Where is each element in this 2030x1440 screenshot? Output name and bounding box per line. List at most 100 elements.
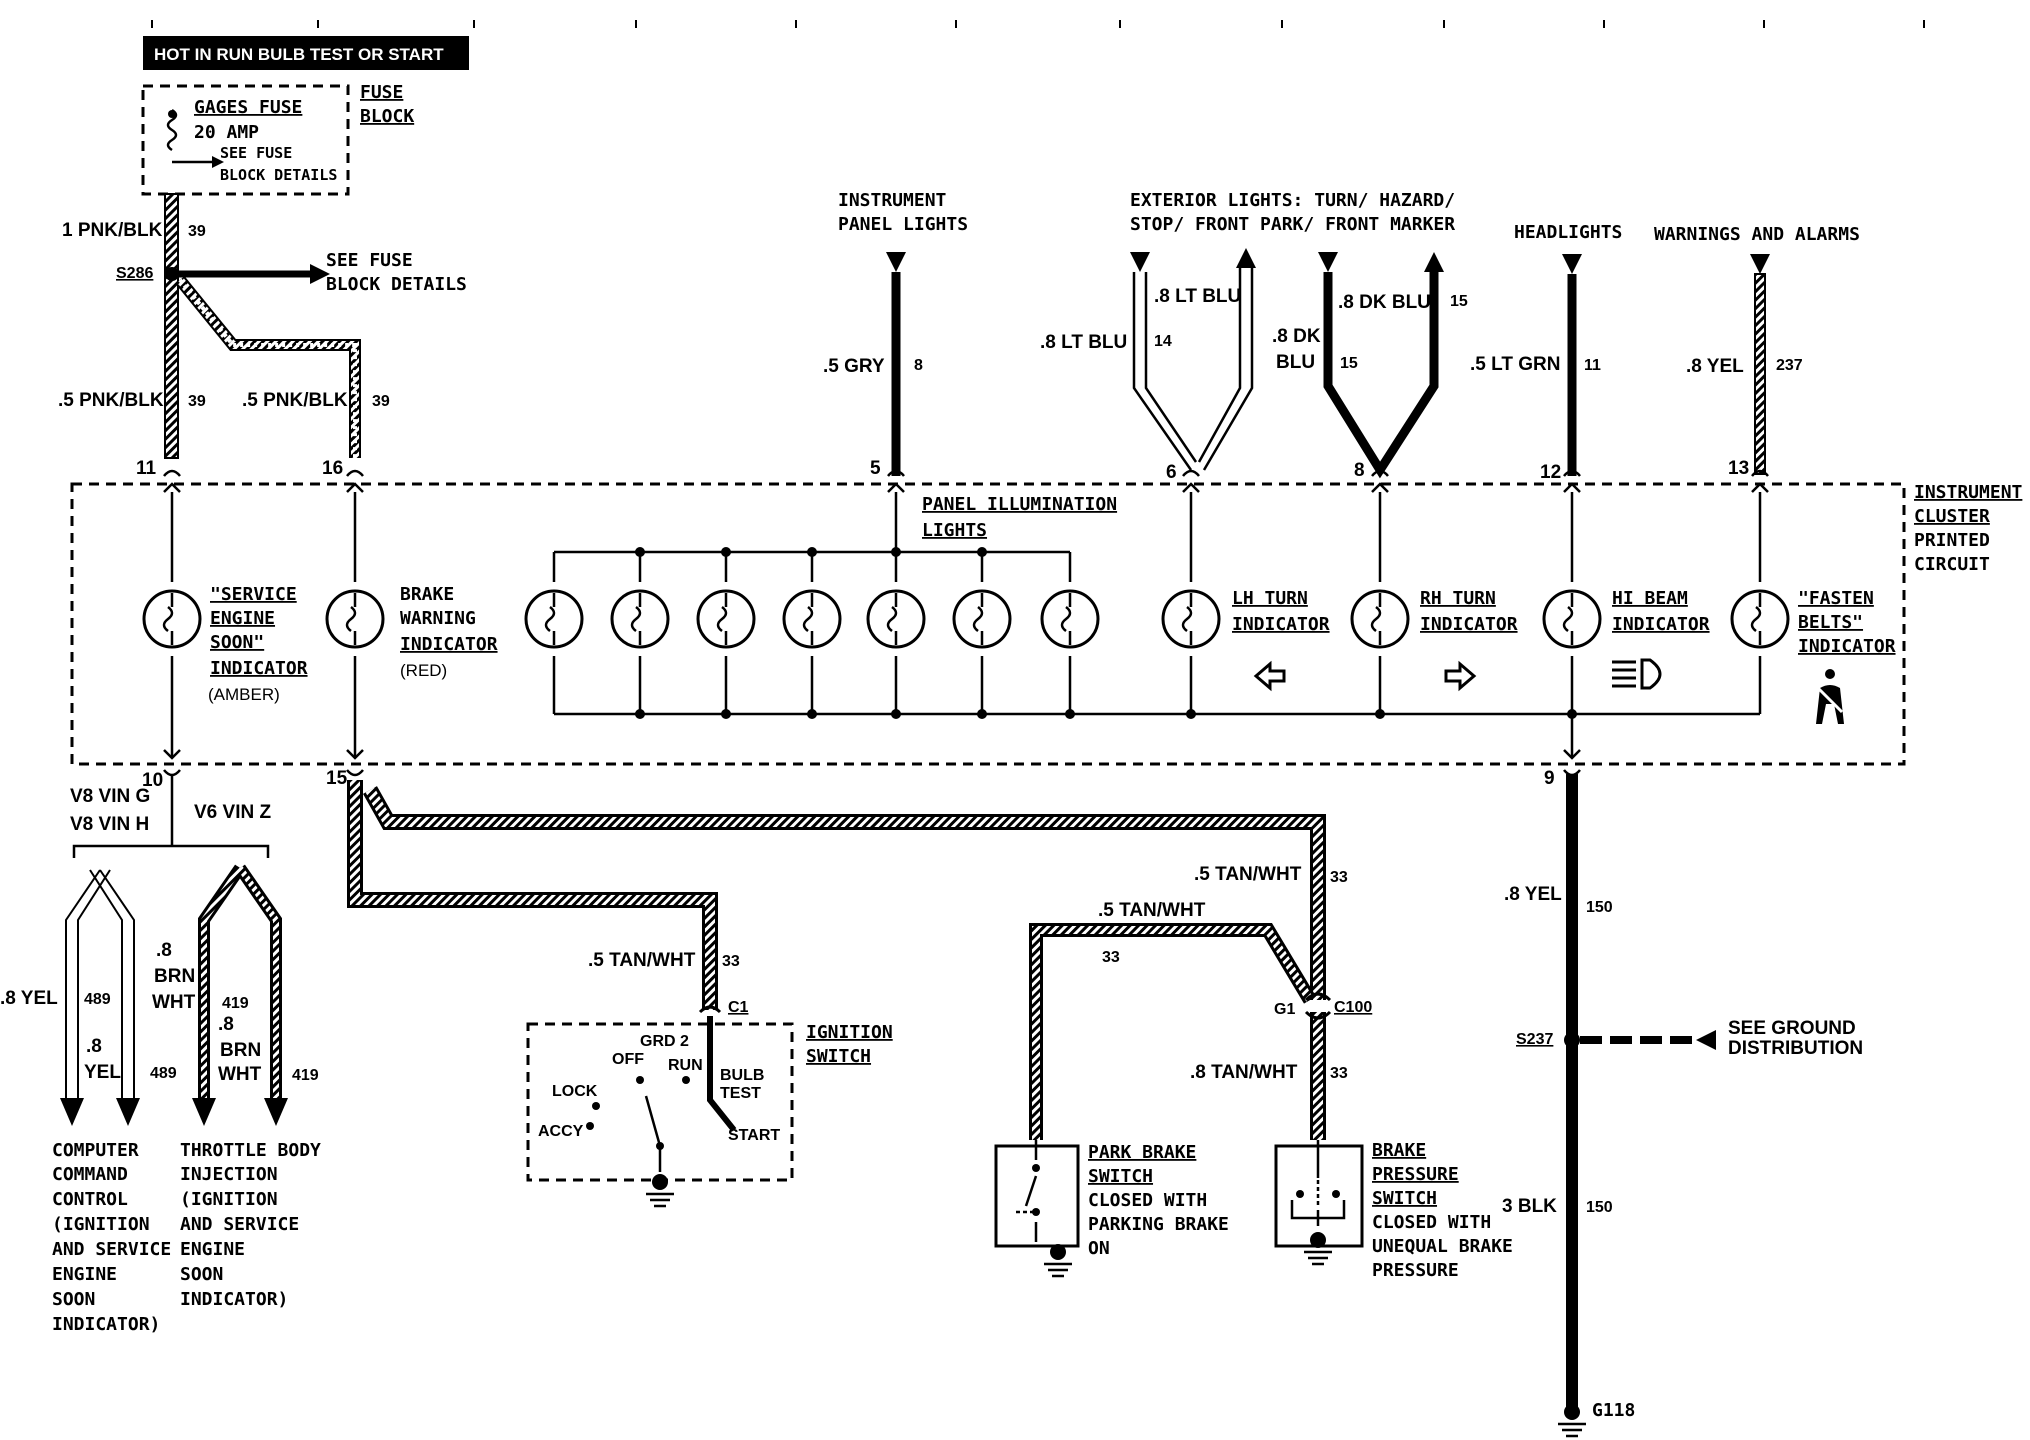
wire-brake-size: .8 TAN/WHT bbox=[1190, 1062, 1298, 1083]
wire-9-circuit: 150 bbox=[1586, 899, 1613, 916]
ground-wire: .8 YEL 150 S237 SEE GROUND DISTRIBUTION … bbox=[1502, 774, 1863, 1438]
see-ground-2: DISTRIBUTION bbox=[1728, 1038, 1863, 1059]
see-fuse-2: BLOCK DETAILS bbox=[326, 274, 467, 295]
wire-13-size: .8 YEL bbox=[1686, 356, 1744, 377]
wire-419b-size-1: .8 bbox=[218, 1014, 234, 1035]
wire-13-circuit: 237 bbox=[1776, 357, 1803, 374]
pin-9: 9 bbox=[1544, 768, 1555, 789]
wire-489b-size-2: YEL bbox=[84, 1062, 121, 1083]
bulb-panel-illum-2 bbox=[610, 589, 670, 649]
ses-label-4: INDICATOR bbox=[210, 658, 308, 679]
brake-pressure-line-5: UNEQUAL BRAKE bbox=[1372, 1236, 1513, 1257]
pin-6: 6 bbox=[1166, 462, 1177, 483]
ignition-title-1: IGNITION bbox=[806, 1022, 893, 1043]
brake-pressure-line-3: SWITCH bbox=[1372, 1188, 1437, 1209]
ccc-line-6: ENGINE bbox=[52, 1264, 117, 1285]
wire-6a-size: .8 LT BLU bbox=[1040, 332, 1127, 353]
wire-8a-size-1: .8 DK bbox=[1272, 326, 1321, 347]
right-arrow-icon bbox=[1444, 660, 1477, 692]
rh-turn-label-2: INDICATOR bbox=[1420, 614, 1518, 635]
bulb-panel-illum-4 bbox=[782, 589, 842, 649]
ignition-accy: ACCY bbox=[538, 1123, 584, 1140]
park-brake-line-2: SWITCH bbox=[1088, 1166, 1153, 1187]
wire-c100-circuit: 33 bbox=[1330, 869, 1348, 886]
vin-label-3: V6 VIN Z bbox=[194, 802, 271, 823]
bulb-panel-illum-7 bbox=[1040, 589, 1100, 649]
wire-12-size: .5 LT GRN bbox=[1470, 354, 1560, 375]
cluster-title-1: INSTRUMENT bbox=[1914, 482, 2023, 503]
wire-489a-size: .8 YEL bbox=[0, 988, 58, 1009]
rh-turn-label-1: RH TURN bbox=[1420, 588, 1496, 609]
cluster-title-4: CIRCUIT bbox=[1914, 554, 1990, 575]
wire-8b-circuit: 15 bbox=[1450, 293, 1468, 310]
ccc-line-2: COMMAND bbox=[52, 1164, 128, 1185]
page-tick-marks bbox=[151, 20, 1925, 28]
source-instrument-panel-1: INSTRUMENT bbox=[838, 190, 947, 211]
ccc-line-7: SOON bbox=[52, 1289, 95, 1310]
cluster-title-3: PRINTED bbox=[1914, 530, 1990, 551]
ccc-label: COMPUTER COMMAND CONTROL (IGNITION AND S… bbox=[52, 1140, 171, 1335]
panel-illum-label-2: LIGHTS bbox=[922, 520, 987, 541]
fasten-belts-label-1: "FASTEN bbox=[1798, 588, 1874, 609]
pin-8: 8 bbox=[1354, 460, 1365, 481]
bulb-fasten-belts bbox=[1730, 589, 1790, 649]
panel-illum-label-1: PANEL ILLUMINATION bbox=[922, 494, 1117, 515]
ignition-lock: LOCK bbox=[552, 1083, 598, 1100]
wire-419b-size-2: BRN bbox=[220, 1040, 261, 1061]
pin-11: 11 bbox=[136, 458, 157, 479]
source-exterior-2: STOP/ FRONT PARK/ FRONT MARKER bbox=[1130, 214, 1455, 235]
ses-label-2: ENGINE bbox=[210, 608, 275, 629]
ignition-grd2: GRD 2 bbox=[640, 1033, 689, 1050]
bulb-brake-warning bbox=[325, 589, 385, 649]
wire-5-size: .5 GRY bbox=[823, 356, 885, 377]
ignition-run: RUN bbox=[668, 1057, 703, 1074]
wire-8a-circuit: 15 bbox=[1340, 355, 1358, 372]
ccc-line-3: CONTROL bbox=[52, 1189, 128, 1210]
wire-419a-size-3: WHT bbox=[152, 992, 196, 1013]
svg-text:HOT IN RUN BULB TEST OR START: HOT IN RUN BULB TEST OR START bbox=[154, 45, 444, 64]
tbi-line-1: THROTTLE BODY bbox=[180, 1140, 321, 1161]
fuse-block: GAGES FUSE 20 AMP SEE FUSE BLOCK DETAILS… bbox=[141, 82, 414, 196]
bulb-panel-illum-6 bbox=[952, 589, 1012, 649]
pin-10: 10 bbox=[142, 770, 163, 791]
wire-12-circuit: 11 bbox=[1584, 357, 1601, 374]
splice-s286: S286 bbox=[116, 265, 153, 282]
wire-419b-circuit: 419 bbox=[292, 1067, 319, 1084]
brake-pressure-switch: BRAKE PRESSURE SWITCH CLOSED WITH UNEQUA… bbox=[1274, 1140, 1513, 1281]
tbi-line-6: SOON bbox=[180, 1264, 223, 1285]
wire-489b-circuit: 489 bbox=[150, 1065, 177, 1082]
ignition-switch: IGNITION SWITCH GRD 2 OFF RUN LOCK ACCY … bbox=[526, 1016, 893, 1208]
wire-brake-circuit: 33 bbox=[1330, 1065, 1348, 1082]
wire-top-size: 1 PNK/BLK bbox=[62, 220, 163, 241]
wire-15-size: .5 TAN/WHT bbox=[588, 950, 696, 971]
see-fuse-1: SEE FUSE bbox=[326, 250, 413, 271]
tbi-line-5: ENGINE bbox=[180, 1239, 245, 1260]
bulb-panel-illum-1 bbox=[524, 589, 584, 649]
fuse-see-2: BLOCK DETAILS bbox=[220, 166, 337, 184]
pin-12: 12 bbox=[1540, 462, 1561, 483]
wire-9-size: .8 YEL bbox=[1504, 884, 1562, 905]
brake-label-1: BRAKE bbox=[400, 584, 454, 605]
left-arrow-icon bbox=[1253, 660, 1286, 692]
instrument-cluster: INSTRUMENT CLUSTER PRINTED CIRCUIT bbox=[70, 469, 2023, 777]
tbi-line-7: INDICATOR) bbox=[180, 1289, 288, 1310]
fuse-block-label-1: FUSE bbox=[360, 82, 403, 103]
brake-pressure-line-1: BRAKE bbox=[1372, 1140, 1426, 1161]
bulb-service-engine bbox=[142, 589, 202, 649]
source-instrument-panel-2: PANEL LIGHTS bbox=[838, 214, 968, 235]
brake-label-4: (RED) bbox=[400, 661, 447, 680]
wire-11-size: .5 PNK/BLK bbox=[58, 390, 164, 411]
tbi-line-3: (IGNITION bbox=[180, 1189, 278, 1210]
seatbelt-icon bbox=[1816, 669, 1844, 724]
tbi-line-4: AND SERVICE bbox=[180, 1214, 299, 1235]
pin-15: 15 bbox=[326, 768, 348, 789]
connector-c1: C1 bbox=[728, 999, 749, 1016]
hot-in-run-header: HOT IN RUN BULB TEST OR START bbox=[143, 36, 469, 70]
park-brake-line-3: CLOSED WITH bbox=[1088, 1190, 1207, 1211]
wire-419a-size-2: BRN bbox=[154, 966, 195, 987]
wire-419b-size-3: WHT bbox=[218, 1064, 262, 1085]
bulb-panel-illum-5 bbox=[866, 589, 926, 649]
bulb-rh-turn bbox=[1350, 589, 1410, 649]
wire-16-circuit: 39 bbox=[372, 393, 390, 410]
